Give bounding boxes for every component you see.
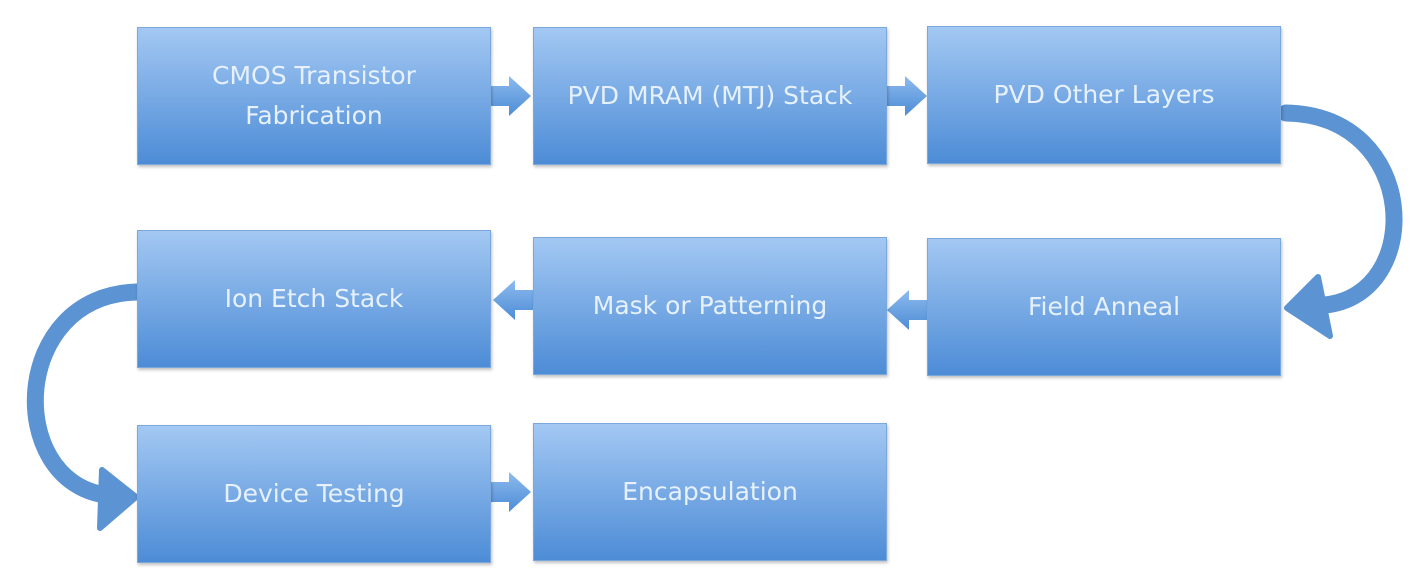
step-field-anneal: Field Anneal	[927, 238, 1281, 376]
step-label: Mask or Patterning	[592, 291, 828, 320]
arrow-2-3	[887, 76, 927, 116]
arrow-5-4	[493, 280, 533, 320]
step-label: Encapsulation	[622, 477, 798, 506]
step-label: Device Testing	[223, 479, 405, 508]
step-encapsulation: Encapsulation	[533, 423, 887, 561]
step-label: CMOS Transistor Fabrication	[212, 61, 416, 130]
step-label: PVD MRAM (MTJ) Stack	[567, 81, 853, 110]
step-label: PVD Other Layers	[993, 80, 1215, 109]
step-pvd-mram-stack: PVD MRAM (MTJ) Stack	[533, 27, 887, 165]
step-label: Field Anneal	[1027, 292, 1181, 321]
step-label: Ion Etch Stack	[224, 284, 404, 313]
arrow-6-5	[887, 290, 927, 330]
curved-arrow-3-4	[1277, 104, 1403, 314]
curved-arrow-6-7	[26, 283, 146, 504]
step-ion-etch: Ion Etch Stack	[137, 230, 491, 368]
arrow-7-8	[491, 472, 531, 512]
step-mask-patterning: Mask or Patterning	[533, 237, 887, 375]
arrow-1-2	[491, 76, 531, 116]
step-pvd-other-layers: PVD Other Layers	[927, 26, 1281, 164]
step-device-testing: Device Testing	[137, 425, 491, 563]
step-cmos-fabrication: CMOS Transistor Fabrication	[137, 27, 491, 165]
